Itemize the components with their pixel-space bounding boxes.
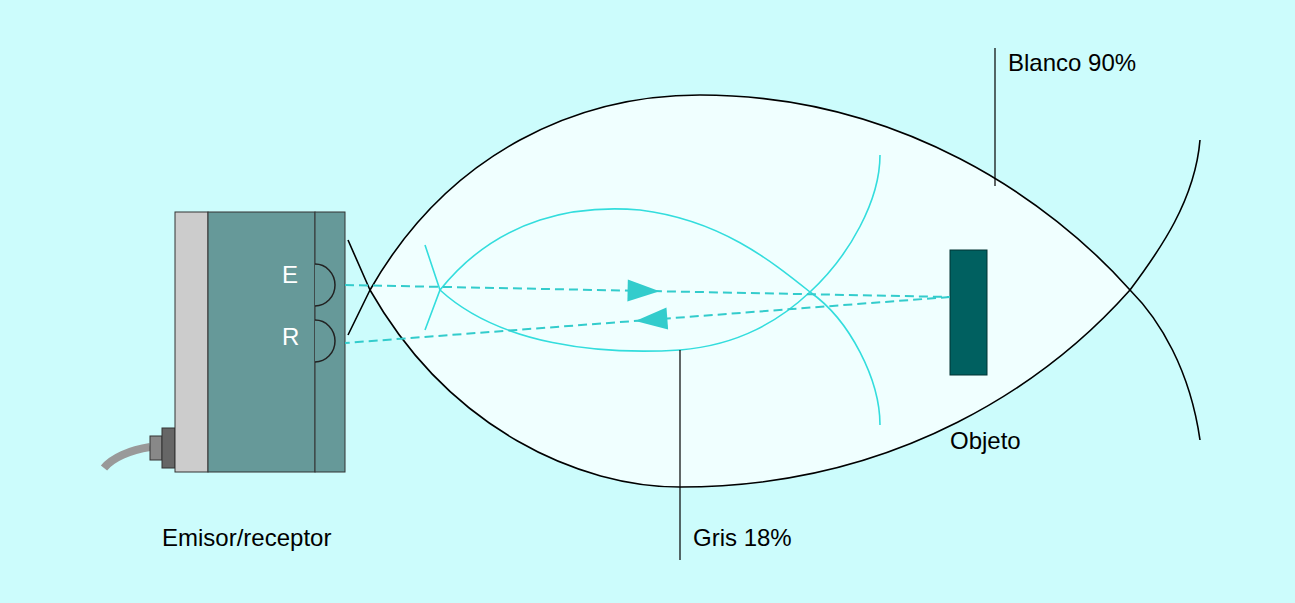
- detection-zone-fill: [370, 95, 1130, 487]
- emitter-letter: E: [282, 262, 298, 288]
- receiver-letter: R: [282, 324, 299, 350]
- object-caption: Objeto: [950, 428, 1021, 454]
- housing-back: [175, 212, 208, 472]
- light-beam: [345, 297, 950, 343]
- cable: [104, 447, 150, 468]
- arrowhead: [635, 308, 668, 330]
- white-90-curve: [348, 140, 1200, 487]
- light-beam: [345, 280, 950, 302]
- zone-label: Blanco 90%: [1008, 50, 1136, 76]
- zone-label: Gris 18%: [693, 525, 792, 551]
- sensor-caption: Emisor/receptor: [162, 525, 331, 551]
- object-box: Objeto: [950, 250, 987, 375]
- object-shape: [950, 250, 987, 375]
- arrowhead: [627, 280, 659, 302]
- cable-gland: [150, 436, 162, 460]
- grey-18-curve: [425, 155, 880, 351]
- housing-front: [315, 212, 345, 472]
- housing-body: [208, 212, 315, 472]
- connector: [162, 428, 175, 468]
- grey-18-curve: [425, 209, 880, 425]
- leader-line: [994, 48, 995, 186]
- emitter-lens: [315, 264, 335, 306]
- receiver-lens: [315, 320, 335, 362]
- leader-line: [679, 350, 680, 560]
- sensor-box: EREmisor/receptor: [175, 212, 345, 472]
- white-90-curve: [348, 95, 1200, 440]
